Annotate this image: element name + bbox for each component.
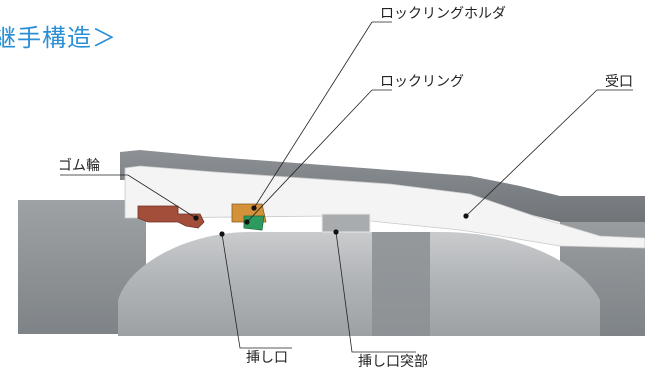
leader-rubber <box>60 174 197 219</box>
label-spigot: 挿し口 <box>246 350 288 366</box>
rubber-ring <box>137 205 205 229</box>
leader-ring <box>246 89 392 223</box>
spigot-bead-shape <box>321 213 371 233</box>
spigot-pipe <box>118 232 600 336</box>
dot-spigot <box>219 231 225 237</box>
leader-socket <box>465 89 633 217</box>
dot-ring <box>244 219 250 225</box>
label-spigot-bead: 挿し口突部 <box>358 354 428 370</box>
socket-inner-stripe <box>372 232 430 336</box>
dot-holder <box>251 205 257 211</box>
label-socket: 受口 <box>605 74 633 90</box>
dot-socket <box>463 213 469 219</box>
dot-rubber <box>193 215 199 221</box>
dot-spigot-bead <box>333 229 339 235</box>
label-lock-ring: ロックリング <box>380 74 464 90</box>
label-rubber-ring: ゴム輪 <box>58 157 100 174</box>
diagram-title: 継手構造＞ <box>0 24 117 52</box>
socket-inner-cavity <box>124 165 645 249</box>
leader-holder <box>253 21 392 209</box>
label-lock-ring-holder: ロックリングホルダ <box>380 6 506 22</box>
leader-spigot-bead <box>335 231 416 353</box>
leader-spigot <box>221 233 292 349</box>
